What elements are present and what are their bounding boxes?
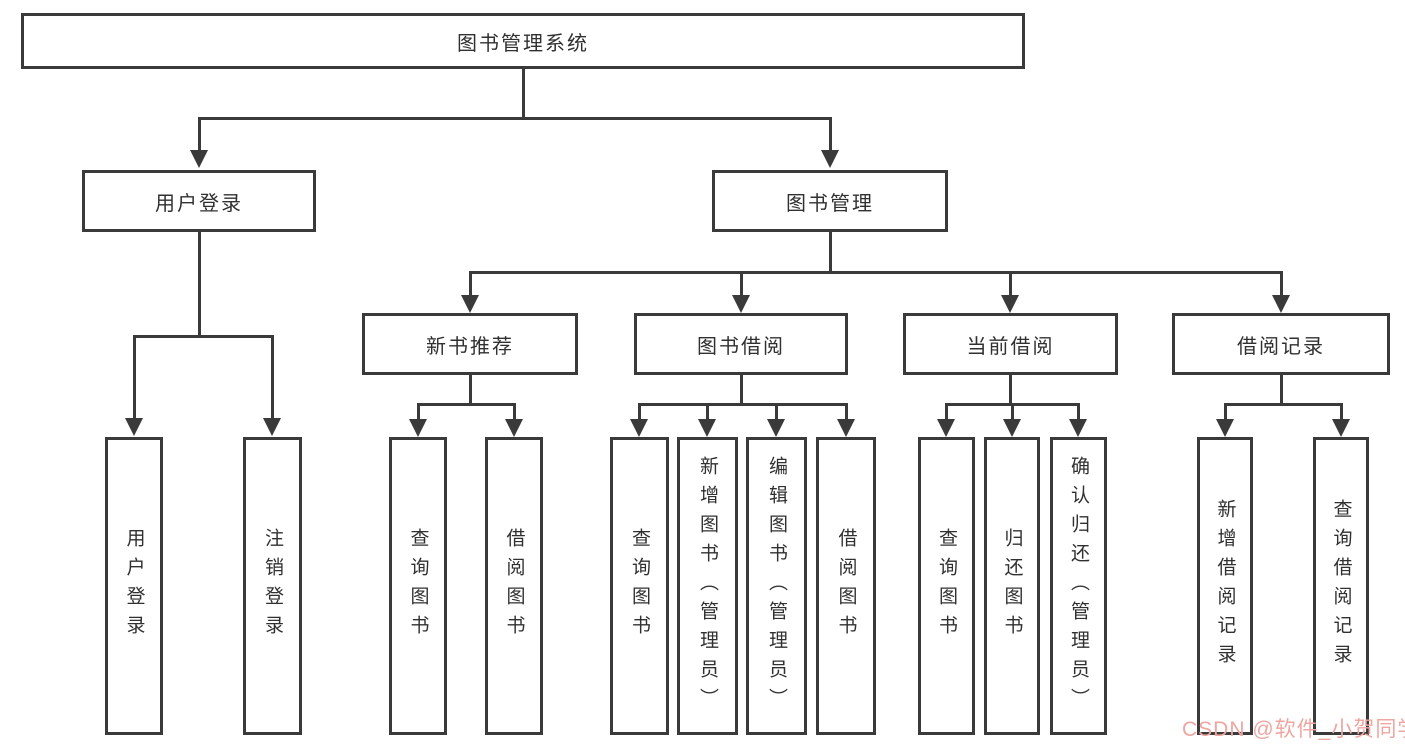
- leaf-query-borrow-record: 查询借阅记录: [1313, 437, 1369, 735]
- connector-vline: [1009, 374, 1012, 405]
- leaf-query-books-2: 查询图书: [610, 437, 669, 735]
- connector-hline: [133, 335, 274, 338]
- arrow-down-icon: [698, 419, 716, 437]
- connector-arrow-stem: [638, 403, 641, 419]
- connector-vline: [469, 374, 472, 405]
- node-user-login-label: 用户登录: [155, 192, 243, 215]
- leaf-borrow-books-1: 借阅图书: [485, 437, 543, 735]
- arrow-down-icon: [1003, 419, 1021, 437]
- connector-arrow-stem: [469, 271, 472, 295]
- connector-hline: [1224, 403, 1343, 406]
- node-book-management-label: 图书管理: [786, 192, 874, 215]
- connector-hline: [469, 271, 1283, 274]
- leaf-user-login-label: 用户登录: [123, 528, 145, 644]
- connector-arrow-stem: [1011, 403, 1014, 419]
- connector-hline: [638, 403, 848, 406]
- connector-arrow-stem: [945, 403, 948, 419]
- connector-vline: [740, 374, 743, 405]
- leaf-edit-book-admin: 编辑图书（管理员）: [746, 437, 807, 735]
- leaf-query-books-2-label: 查询图书: [629, 528, 650, 644]
- node-new-book-recommend: 新书推荐: [362, 313, 578, 375]
- leaf-borrow-books-2: 借阅图书: [816, 437, 876, 735]
- connector-arrow-stem: [198, 117, 201, 150]
- leaf-add-borrow-record: 新增借阅记录: [1197, 437, 1253, 735]
- connector-vline: [829, 232, 832, 273]
- leaf-query-books-3-label: 查询图书: [936, 528, 957, 644]
- connector-arrow-stem: [1340, 403, 1343, 419]
- connector-arrow-stem: [1009, 271, 1012, 295]
- arrow-down-icon: [505, 419, 523, 437]
- watermark: CSDN @软件_小贺同学: [1182, 718, 1405, 741]
- arrow-down-icon: [821, 150, 839, 168]
- connector-arrow-stem: [845, 403, 848, 419]
- leaf-logout: 注销登录: [243, 437, 302, 735]
- connector-arrow-stem: [133, 335, 136, 418]
- node-library-system: 图书管理系统: [21, 13, 1025, 69]
- arrow-down-icon: [263, 418, 281, 436]
- node-book-management: 图书管理: [712, 170, 948, 232]
- node-borrow-records-label: 借阅记录: [1237, 335, 1325, 358]
- leaf-query-books-1-label: 查询图书: [407, 528, 429, 644]
- connector-vline: [198, 232, 201, 337]
- arrow-down-icon: [125, 418, 143, 436]
- node-new-book-recommend-label: 新书推荐: [426, 335, 514, 358]
- arrow-down-icon: [1216, 419, 1234, 437]
- leaf-return-books-label: 归还图书: [1001, 528, 1023, 644]
- connector-arrow-stem: [829, 117, 832, 150]
- leaf-add-book-admin: 新增图书（管理员）: [677, 437, 738, 735]
- connector-arrow-stem: [417, 403, 420, 419]
- leaf-confirm-return-admin: 确认归还（管理员）: [1050, 437, 1107, 735]
- leaf-add-book-admin-label: 新增图书（管理员）: [697, 455, 718, 717]
- leaf-user-login: 用户登录: [105, 437, 163, 735]
- node-current-borrow-label: 当前借阅: [966, 335, 1055, 358]
- node-library-system-label: 图书管理系统: [457, 32, 589, 55]
- connector-arrow-stem: [271, 335, 274, 418]
- arrow-down-icon: [837, 419, 855, 437]
- arrow-down-icon: [409, 419, 427, 437]
- leaf-query-borrow-record-label: 查询借阅记录: [1330, 499, 1352, 673]
- node-current-borrow: 当前借阅: [903, 313, 1118, 375]
- leaf-query-books-1: 查询图书: [389, 437, 447, 735]
- node-book-borrow-label: 图书借阅: [697, 335, 785, 358]
- arrow-down-icon: [1332, 419, 1350, 437]
- leaf-edit-book-admin-label: 编辑图书（管理员）: [766, 455, 787, 717]
- arrow-down-icon: [1272, 295, 1290, 313]
- connector-arrow-stem: [1280, 271, 1283, 295]
- connector-vline: [1280, 374, 1283, 405]
- leaf-return-books: 归还图书: [984, 437, 1040, 735]
- arrow-down-icon: [732, 295, 750, 313]
- connector-hline: [417, 403, 516, 406]
- arrow-down-icon: [190, 150, 208, 168]
- leaf-borrow-books-2-label: 借阅图书: [835, 528, 857, 644]
- arrow-down-icon: [1001, 295, 1019, 313]
- leaf-borrow-books-1-label: 借阅图书: [503, 528, 525, 644]
- connector-arrow-stem: [706, 403, 709, 419]
- node-user-login: 用户登录: [82, 170, 316, 232]
- connector-vline: [522, 69, 525, 119]
- leaf-confirm-return-admin-label: 确认归还（管理员）: [1068, 455, 1089, 717]
- connector-arrow-stem: [1224, 403, 1227, 419]
- connector-arrow-stem: [1077, 403, 1080, 419]
- leaf-add-borrow-record-label: 新增借阅记录: [1214, 499, 1236, 673]
- arrow-down-icon: [937, 419, 955, 437]
- connector-arrow-stem: [513, 403, 516, 419]
- connector-arrow-stem: [740, 271, 743, 295]
- leaf-query-books-3: 查询图书: [918, 437, 975, 735]
- arrow-down-icon: [461, 295, 479, 313]
- connector-hline: [198, 117, 832, 120]
- arrow-down-icon: [1069, 419, 1087, 437]
- arrow-down-icon: [630, 419, 648, 437]
- arrow-down-icon: [767, 419, 785, 437]
- node-book-borrow: 图书借阅: [634, 313, 848, 375]
- leaf-logout-label: 注销登录: [262, 528, 283, 644]
- connector-arrow-stem: [775, 403, 778, 419]
- node-borrow-records: 借阅记录: [1172, 313, 1390, 375]
